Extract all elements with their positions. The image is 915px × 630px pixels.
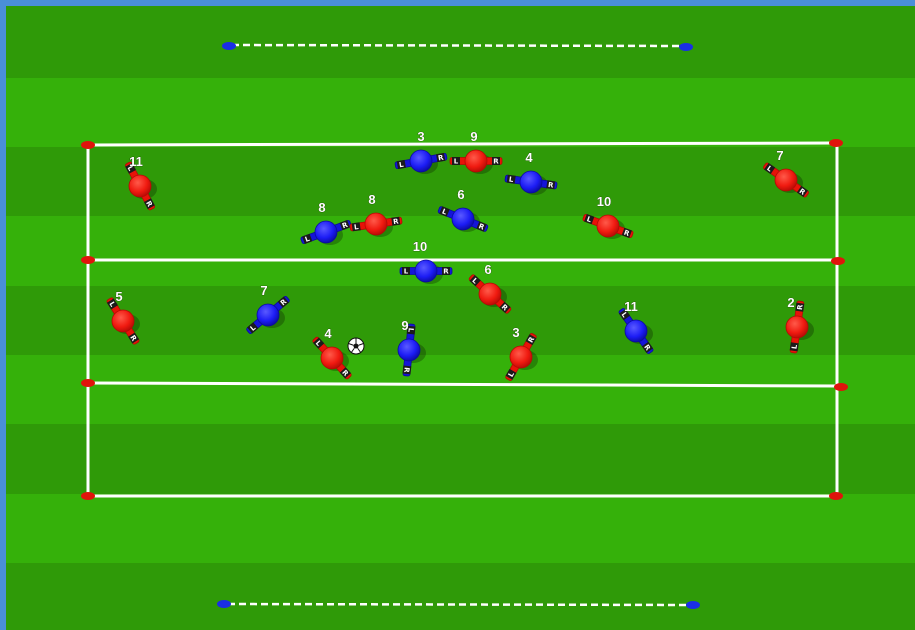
player-head	[410, 150, 432, 172]
player-number: 7	[776, 148, 783, 163]
player-number: 6	[457, 187, 464, 202]
player-head	[112, 310, 134, 332]
left-hand-label: L	[454, 158, 459, 166]
cone-blue-icon	[222, 42, 236, 50]
cone-blue-icon	[686, 601, 700, 609]
player-head	[452, 208, 474, 230]
player-head	[775, 169, 797, 191]
player-head	[321, 347, 343, 369]
player-number: 2	[787, 295, 794, 310]
cone-red-icon	[81, 141, 95, 149]
player-head	[479, 283, 501, 305]
cone-red-icon	[834, 383, 848, 391]
left-hand-label: L	[404, 268, 409, 276]
player-number: 5	[115, 289, 122, 304]
cone-blue-icon	[679, 43, 693, 51]
grass-stripe	[6, 78, 915, 147]
cone-red-icon	[831, 257, 845, 265]
player-head	[415, 260, 437, 282]
player-number: 3	[512, 325, 519, 340]
soccer-ball-icon	[348, 338, 364, 354]
player-number: 7	[260, 283, 267, 298]
player-head	[129, 175, 151, 197]
grass-stripe	[6, 355, 915, 424]
cone-red-icon	[81, 379, 95, 387]
player-head	[465, 150, 487, 172]
grass-stripe	[6, 494, 915, 563]
player-number: 3	[417, 129, 424, 144]
grass-stripe	[6, 286, 915, 355]
player-head	[597, 215, 619, 237]
player-number: 9	[401, 318, 408, 333]
cone-red-icon	[829, 492, 843, 500]
cone-red-icon	[81, 256, 95, 264]
player-number: 8	[318, 200, 325, 215]
player-number: 6	[484, 262, 491, 277]
player-head	[365, 213, 387, 235]
zone-line-top	[88, 143, 836, 145]
player-number: 4	[525, 150, 533, 165]
player-head	[315, 221, 337, 243]
player-number: 11	[129, 154, 143, 169]
player-head	[520, 171, 542, 193]
player-number: 9	[470, 129, 477, 144]
grass-stripes	[6, 6, 915, 630]
right-hand-label: R	[493, 158, 499, 166]
player-head	[625, 320, 647, 342]
grass-stripe	[6, 424, 915, 494]
player-number: 10	[413, 239, 427, 254]
player-head	[786, 316, 808, 338]
grass-stripe	[6, 563, 915, 630]
grass-stripe	[6, 6, 915, 78]
cone-red-icon	[81, 492, 95, 500]
player-head	[257, 304, 279, 326]
player-number: 8	[368, 192, 375, 207]
player-number: 10	[597, 194, 611, 209]
right-hand-label: R	[443, 268, 449, 276]
cone-red-icon	[829, 139, 843, 147]
player-head	[510, 346, 532, 368]
player-head	[398, 339, 420, 361]
cone-blue-icon	[217, 600, 231, 608]
player-number: 11	[624, 299, 638, 314]
player-number: 4	[324, 326, 332, 341]
